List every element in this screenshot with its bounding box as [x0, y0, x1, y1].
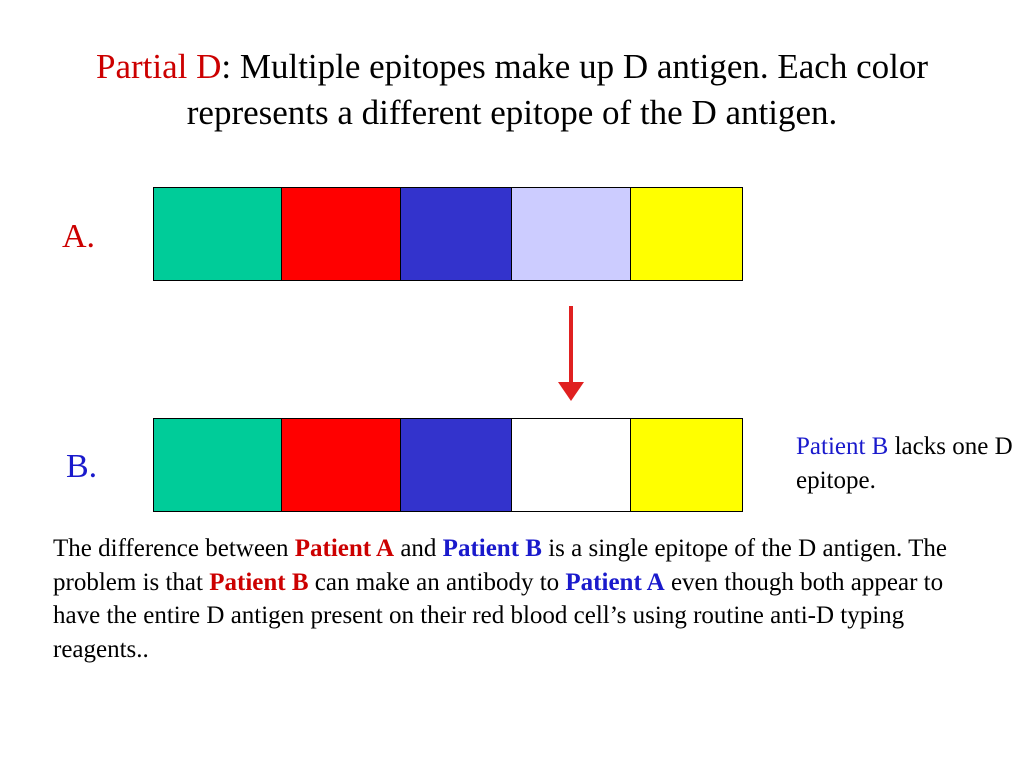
- body-text-2: and: [394, 535, 443, 562]
- body-text-1: The difference between: [53, 535, 295, 562]
- down-arrow-icon: [558, 306, 584, 401]
- epitope-b-4-missing: [512, 419, 631, 511]
- row-label-a: A.: [62, 218, 96, 255]
- body-text-4: can make an antibody to: [308, 568, 566, 596]
- epitope-a-5: [631, 188, 742, 280]
- epitope-b-1: [154, 419, 282, 511]
- epitope-b-2: [282, 419, 401, 511]
- epitope-b-3: [401, 419, 512, 511]
- epitope-a-3: [401, 188, 512, 280]
- row-label-b: B.: [66, 448, 98, 485]
- epitope-b-5: [631, 419, 742, 511]
- epitope-bar-b: [153, 418, 743, 512]
- body-text-5: even though both appear to have the enti…: [53, 568, 944, 663]
- arrow-head: [558, 382, 584, 401]
- patient-b-mention-2: Patient B: [209, 568, 309, 596]
- epitope-a-1: [154, 188, 282, 280]
- patient-a-mention-2: Patient A: [565, 568, 665, 596]
- body-paragraph: The difference between Patient A and Pat…: [53, 532, 983, 666]
- title-rest: : Multiple epitopes make up D antigen. E…: [186, 47, 928, 132]
- patient-a-mention-1: Patient A: [294, 535, 395, 562]
- patient-b-mention-1: Patient B: [442, 535, 542, 562]
- slide-title: Partial D: Multiple epitopes make up D a…: [40, 44, 984, 136]
- epitope-a-2: [282, 188, 401, 280]
- body-text-3: is a single epitope of the D antigen. Th…: [53, 535, 947, 596]
- side-note: Patient B lacks one D epitope.: [796, 430, 1016, 498]
- side-note-rest: lacks one D epitope.: [796, 433, 1013, 494]
- side-note-highlight: Patient B: [796, 433, 889, 460]
- epitope-a-4: [512, 188, 631, 280]
- title-lead: Partial D: [95, 47, 222, 86]
- epitope-bar-a: [153, 187, 743, 281]
